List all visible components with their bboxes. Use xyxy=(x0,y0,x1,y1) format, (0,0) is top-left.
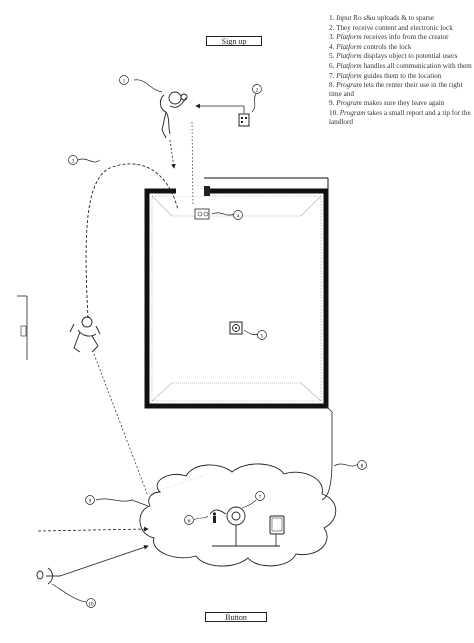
lock-connector xyxy=(211,212,235,216)
callout-badge xyxy=(257,330,267,340)
callout-number: 4 xyxy=(237,215,240,220)
cloud-left-connector xyxy=(95,498,149,507)
creator-person-icon xyxy=(159,91,188,139)
platform-cloud xyxy=(139,463,337,567)
callout-badge xyxy=(255,491,265,501)
object-connector xyxy=(243,329,259,336)
server-connector xyxy=(241,499,257,509)
link-connector xyxy=(333,463,359,467)
key-icon xyxy=(212,512,217,523)
callout-number: 2 xyxy=(256,89,259,94)
step-item: 9. Program makes sure they leave again xyxy=(329,99,445,108)
user-with-phone-icon xyxy=(36,567,60,585)
bottom-button[interactable]: Button xyxy=(205,612,267,622)
creator-connector xyxy=(133,79,163,93)
cloud-connector xyxy=(193,515,209,521)
cloud-haze xyxy=(159,473,209,491)
callout-badge xyxy=(119,75,129,85)
callout-badge xyxy=(184,515,194,525)
step-item: 5. Platform displays object to potential… xyxy=(329,52,458,61)
install-path xyxy=(191,121,194,207)
install-arrow xyxy=(169,139,176,169)
storage-object-icon xyxy=(229,321,243,335)
callout-badge xyxy=(86,598,96,608)
incoming-request-arrow xyxy=(37,526,149,532)
smartphone-icon xyxy=(269,515,285,535)
step-item: 4. Platform controls the lock xyxy=(329,42,412,51)
lock-item-connector xyxy=(251,93,257,113)
cloud-room-link xyxy=(321,405,333,501)
sign-up-button[interactable]: Sign up xyxy=(206,36,262,46)
callout-badge xyxy=(85,495,95,505)
callout-number: 3 xyxy=(72,160,75,165)
callout-number: 7 xyxy=(259,496,262,501)
callout-badge xyxy=(357,460,367,470)
callout-number: 5 xyxy=(261,335,264,340)
callout-number: 1 xyxy=(123,80,126,85)
step-item: 10. Program takes a small report and a t… xyxy=(329,108,471,126)
callout-number: 6 xyxy=(188,520,191,525)
callout-badge xyxy=(68,155,78,165)
callout-number: 9 xyxy=(89,500,92,505)
user-connector xyxy=(51,583,87,603)
guide-path xyxy=(85,163,179,319)
step-item: 8. Program lets the renter their use in … xyxy=(329,81,463,98)
user-cloud-arrow xyxy=(59,545,149,577)
step-item: 2. They receive content and electronic l… xyxy=(329,23,453,32)
step-item: 6. Platform handles all communication wi… xyxy=(329,61,472,70)
side-marker xyxy=(20,325,27,337)
renter-person-icon xyxy=(69,316,101,353)
callout-badge xyxy=(252,84,262,94)
step-item: 7. Platform guides them to the location xyxy=(329,71,442,80)
step-item: 3. Platform receives info from the creat… xyxy=(329,33,449,42)
callout-number: 10 xyxy=(89,603,95,608)
platform-server-icon xyxy=(209,506,280,547)
process-steps-list: 1. Input Ro s&u uploads & to sparse 2. T… xyxy=(329,14,472,127)
path-connector xyxy=(77,158,101,163)
step-item: 1. Input Ro s&u uploads & to sparse xyxy=(329,14,435,22)
renter-cloud-link xyxy=(93,353,149,497)
callout-number: 8 xyxy=(361,465,364,470)
door-lock-icon xyxy=(194,208,210,220)
electronic-lock-icon xyxy=(238,113,250,127)
callout-badge xyxy=(233,210,243,220)
